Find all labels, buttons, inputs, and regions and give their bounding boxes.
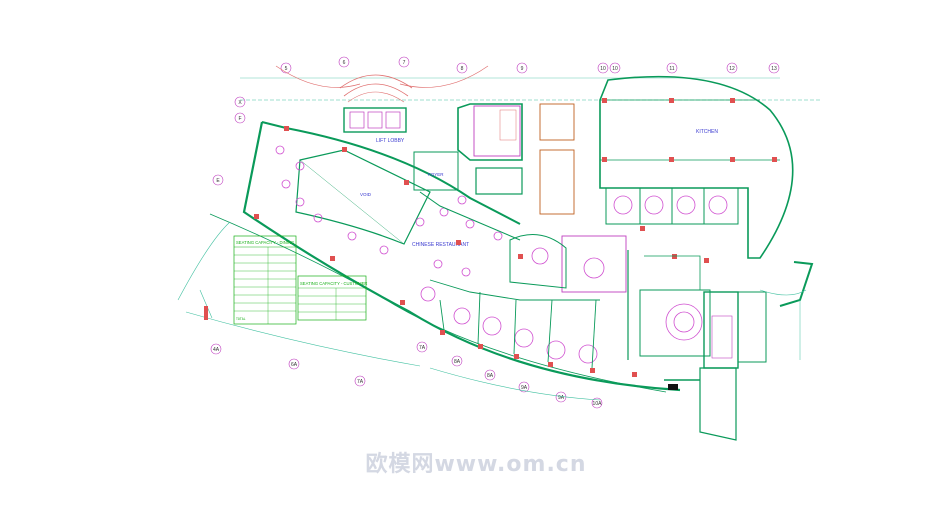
seating-capacity-table: SEATING CAPACITY - DINING TOTAL	[233, 235, 297, 325]
entrance-canopy	[275, 65, 489, 103]
grid-label: 7A	[419, 345, 426, 351]
grid-label: 4A	[213, 347, 220, 353]
grid-label: 10	[612, 66, 618, 72]
kitchen: KITCHEN	[599, 75, 794, 259]
grid-label: 5	[285, 66, 288, 72]
grid-label: E	[216, 178, 220, 184]
grid-label: 9	[521, 66, 524, 72]
right-facade	[759, 261, 814, 360]
grid-label: 8	[461, 66, 464, 72]
watermark: 欧模网www.om.cn	[365, 452, 587, 477]
grid-label: 9A	[558, 395, 565, 401]
structural-columns	[204, 98, 777, 377]
void-area: VOID	[295, 149, 431, 245]
room-label-foyer: FOYER	[428, 172, 444, 177]
room-label-lift-lobby: LIFT LOBBY	[376, 138, 405, 144]
grid-label: 7A	[357, 379, 364, 385]
facade-walls	[177, 121, 681, 401]
grid-bubbles-top: 5 6 7 8 9 10 10 11 12 13	[280, 56, 780, 74]
room-label-chinese-restaurant: CHINESE RESTAURANT	[412, 242, 469, 248]
grid-label: X	[238, 100, 242, 106]
table-total: TOTAL	[236, 317, 246, 321]
room-label-void: VOID	[360, 192, 372, 197]
table-title: SEATING CAPACITY - CUSTOMER	[300, 281, 367, 286]
grid-bubbles-bottom: 4A 6A 7A 7A 8A 8A 9A 9A 10A	[210, 341, 603, 409]
foyer: FOYER	[413, 151, 459, 191]
grid-label: 10A	[593, 401, 603, 407]
customer-capacity-table: SEATING CAPACITY - CUSTOMER	[297, 275, 367, 321]
lift-lobby: LIFT LOBBY	[343, 107, 407, 144]
grid-label: F	[238, 116, 241, 122]
grid-label: 11	[669, 66, 674, 72]
interior-partitions	[419, 191, 701, 390]
table-title: SEATING CAPACITY - DINING	[236, 240, 294, 245]
service-core	[457, 103, 575, 215]
dining-tables	[275, 145, 728, 364]
grid-label: 6	[343, 60, 346, 66]
grid-label: 8A	[454, 359, 461, 365]
grid-label: 9A	[521, 385, 528, 391]
room-label-kitchen: KITCHEN	[696, 129, 718, 135]
private-dining-rooms	[509, 187, 767, 441]
grid-label: 8A	[487, 373, 494, 379]
grid-label: 6A	[291, 362, 298, 368]
grid-bubbles-left: X F E	[212, 96, 246, 186]
grid-label: 10	[600, 66, 606, 72]
grid-label: 12	[729, 66, 735, 72]
grid-label: 7	[403, 60, 406, 66]
grid-label: 13	[771, 66, 777, 72]
